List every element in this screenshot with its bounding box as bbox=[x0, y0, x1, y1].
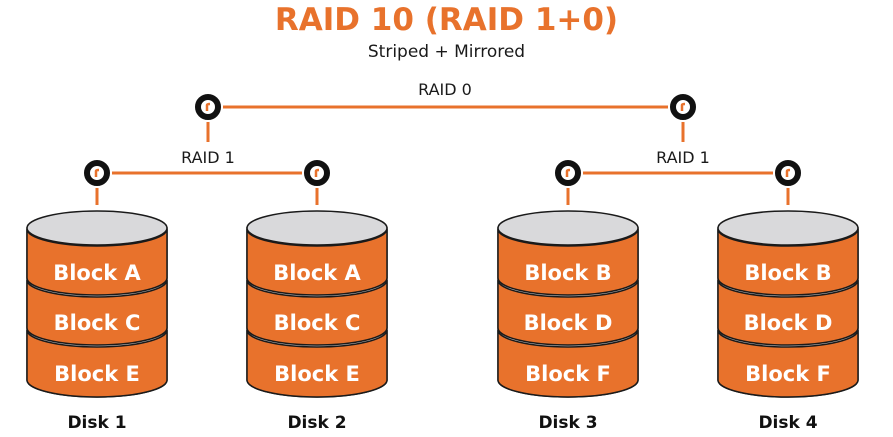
disk-label: Disk 3 bbox=[538, 413, 597, 433]
disk-top bbox=[26, 210, 168, 246]
block-label: Block D bbox=[524, 311, 613, 335]
disk-label: Disk 4 bbox=[758, 413, 817, 433]
block-label: Block D bbox=[744, 311, 833, 335]
block-band bbox=[246, 228, 388, 296]
block-band bbox=[26, 329, 168, 398]
block-band bbox=[26, 228, 168, 296]
raid0-label: RAID 0 bbox=[418, 80, 472, 99]
block-label: Block C bbox=[274, 311, 361, 335]
block-label: Block C bbox=[54, 311, 141, 335]
block-band bbox=[246, 279, 388, 346]
block-label: Block F bbox=[745, 362, 831, 386]
block-band bbox=[717, 228, 859, 296]
raid1-label-left: RAID 1 bbox=[181, 148, 235, 167]
block-label: Block B bbox=[744, 261, 831, 285]
block-label: Block E bbox=[274, 362, 360, 386]
connection-lines bbox=[95, 105, 790, 205]
block-label: Block F bbox=[525, 362, 611, 386]
disk-label: Disk 1 bbox=[67, 413, 126, 433]
node-icon bbox=[195, 94, 221, 120]
node-icon bbox=[84, 160, 110, 186]
disk-3: Block B Block D Block F Disk 3 bbox=[497, 210, 639, 433]
block-band bbox=[26, 279, 168, 346]
block-band bbox=[717, 279, 859, 346]
block-band bbox=[246, 329, 388, 398]
node-icon bbox=[555, 160, 581, 186]
node-icon bbox=[775, 160, 801, 186]
disk-top bbox=[497, 210, 639, 246]
block-band bbox=[497, 329, 639, 398]
diagram-subtitle: Striped + Mirrored bbox=[367, 42, 526, 62]
block-label: Block B bbox=[524, 261, 611, 285]
connection-nodes bbox=[84, 94, 801, 186]
disk-4: Block B Block D Block F Disk 4 bbox=[717, 210, 859, 433]
disk-top bbox=[246, 210, 388, 246]
disk-1: Block A Block C Block E Disk 1 bbox=[26, 210, 168, 433]
block-band bbox=[497, 228, 639, 296]
block-label: Block A bbox=[53, 261, 141, 285]
diagram-title: RAID 10 (RAID 1+0) bbox=[274, 2, 619, 38]
node-icon bbox=[670, 94, 696, 120]
raid1-label-right: RAID 1 bbox=[656, 148, 710, 167]
block-band bbox=[497, 279, 639, 346]
disk-2: Block A Block C Block E Disk 2 bbox=[246, 210, 388, 433]
block-label: Block E bbox=[54, 362, 140, 386]
disk-top bbox=[717, 210, 859, 246]
node-icon bbox=[304, 160, 330, 186]
block-label: Block A bbox=[273, 261, 361, 285]
disk-label: Disk 2 bbox=[287, 413, 346, 433]
block-band bbox=[717, 329, 859, 398]
